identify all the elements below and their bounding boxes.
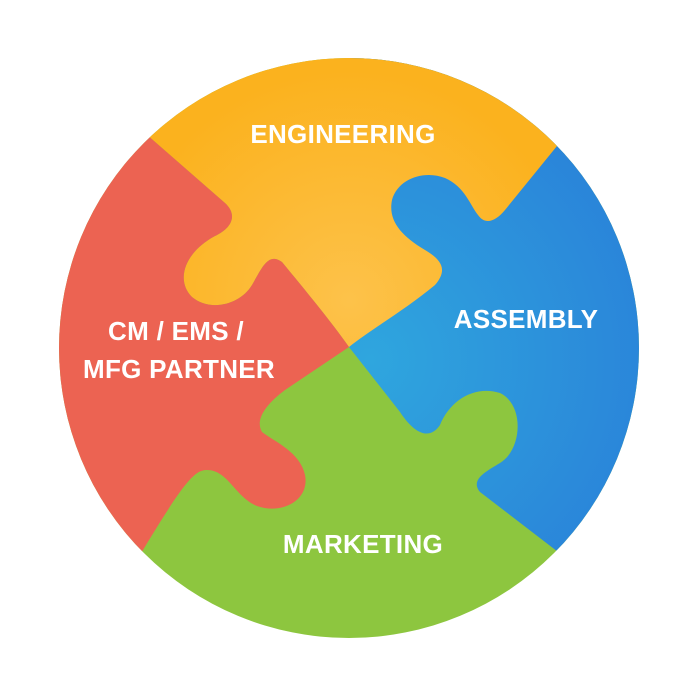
- label-marketing: MARKETING: [283, 529, 443, 559]
- label-engineering: ENGINEERING: [250, 119, 435, 149]
- label-cm-line1: CM / EMS /: [108, 316, 244, 346]
- label-cm-line2: MFG PARTNER: [83, 354, 275, 384]
- label-assembly: ASSEMBLY: [454, 304, 598, 334]
